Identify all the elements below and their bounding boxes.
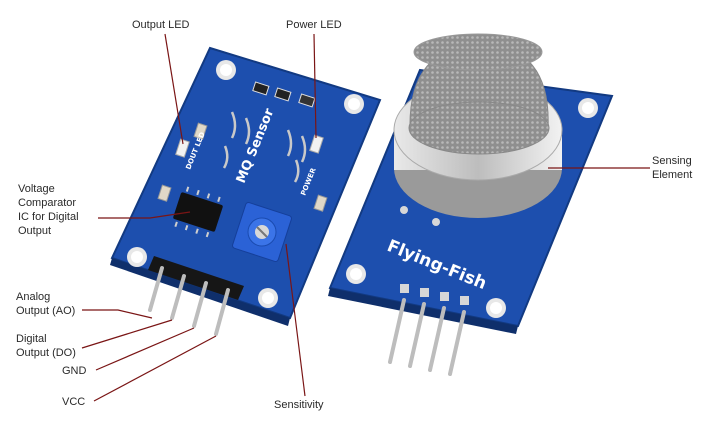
leader-power-led <box>313 33 317 139</box>
smd-resistor <box>157 184 172 202</box>
leader-digital <box>81 319 173 349</box>
leader-output-led <box>164 33 184 145</box>
pin-header <box>148 256 244 336</box>
smd-resistor <box>313 194 328 212</box>
mounting-hole <box>344 94 364 114</box>
mounting-hole <box>486 298 506 318</box>
leader-gnd <box>95 327 195 371</box>
mounting-hole <box>578 98 598 118</box>
right-module: Flying-Fish <box>328 33 614 376</box>
leader-lines <box>81 33 650 402</box>
mounting-hole <box>216 60 236 80</box>
leader-analog <box>82 309 153 319</box>
smd-resistor <box>298 93 316 108</box>
label-power-led: Power LED <box>286 19 342 31</box>
label-voltage-comparator: Voltage Comparator IC for Digital Output <box>18 183 79 237</box>
leader-vcc <box>93 335 217 402</box>
label-sensitivity: Sensitivity <box>274 399 324 411</box>
smd-resistor <box>274 87 292 102</box>
label-vcc: VCC <box>62 396 86 408</box>
label-output-led: Output LED <box>132 19 190 31</box>
label-sensing-element: Sensing Element <box>652 155 693 181</box>
mounting-hole <box>258 288 278 308</box>
label-gnd: GND <box>62 365 87 377</box>
leader-sensitivity <box>285 243 306 397</box>
label-digital-output: Digital Output (DO) <box>16 333 76 359</box>
label-analog-output: Analog Output (AO) <box>16 291 76 317</box>
sensitivity-potentiometer <box>232 202 292 262</box>
leader-comparator <box>98 211 191 219</box>
sensing-element <box>393 33 563 218</box>
left-module: MQ Sensor DOUT LED POWER <box>110 46 382 336</box>
sensor-leads <box>222 111 307 183</box>
comparator-ic <box>173 186 223 238</box>
right-pins <box>388 298 466 376</box>
mounting-hole <box>127 247 147 267</box>
solder-pads <box>400 206 469 305</box>
mounting-hole <box>346 264 366 284</box>
smd-resistor <box>193 122 208 140</box>
power-led <box>309 134 324 154</box>
smd-resistor <box>252 81 270 96</box>
output-led <box>175 138 190 158</box>
